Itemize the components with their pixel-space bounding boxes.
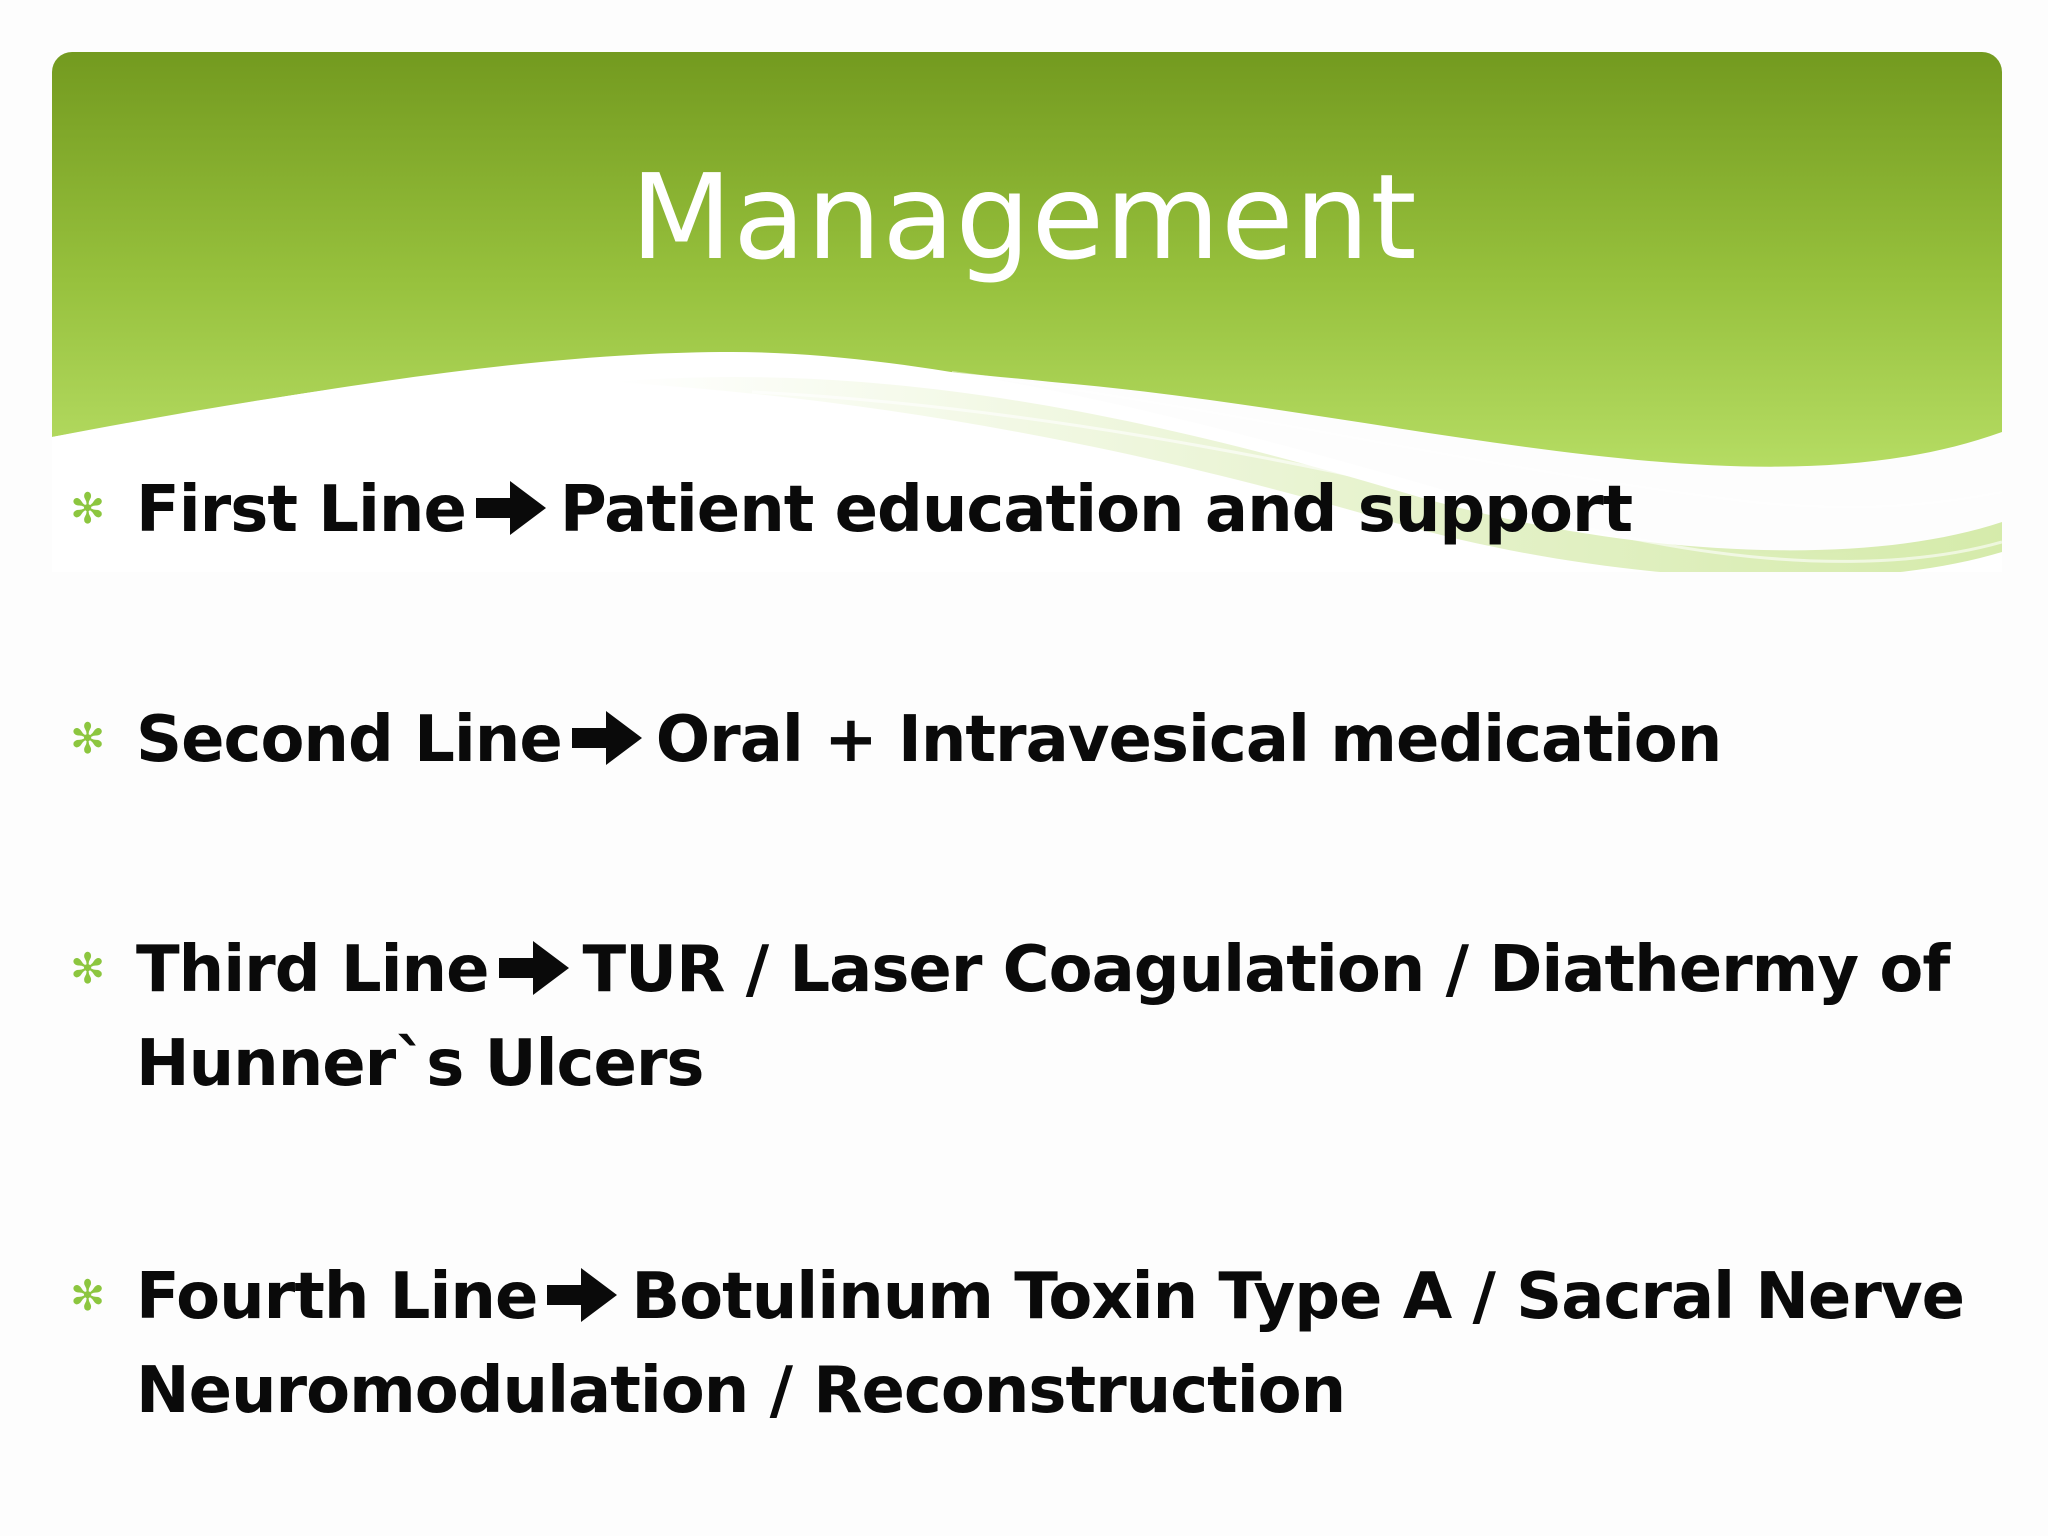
bold-right-arrow-icon xyxy=(547,1268,618,1322)
header-wave-graphic xyxy=(52,52,2002,572)
header-banner xyxy=(52,52,2002,572)
asterisk-bullet-icon: ✻ xyxy=(70,944,106,993)
asterisk-bullet-icon: ✻ xyxy=(70,714,106,763)
list-item-label: First Line xyxy=(136,473,467,547)
bold-right-arrow-icon xyxy=(475,481,546,535)
list-item-label: Second Line xyxy=(136,703,563,777)
asterisk-bullet-icon: ✻ xyxy=(70,484,106,533)
list-item-detail: Patient education and support xyxy=(559,473,1633,547)
bold-right-arrow-icon xyxy=(498,941,569,995)
list-item-detail: Oral + Intravesical medication xyxy=(655,703,1723,777)
bullet-list: ✻ First Line Patient education and suppor… xyxy=(70,0,2010,1536)
bold-right-arrow-icon xyxy=(571,711,642,765)
list-item-detail: TUR / Laser Coagulation / Diathermy of H… xyxy=(136,933,1950,1101)
slide-title: Management xyxy=(630,148,1418,286)
list-item-label: Third Line xyxy=(136,933,489,1007)
list-item-label: Fourth Line xyxy=(136,1260,538,1334)
list-item-detail: Botulinum Toxin Type A / Sacral Nerve Ne… xyxy=(136,1260,1965,1428)
list-item-text: Second Line Oral + Intravesical medicatio… xyxy=(136,693,2016,787)
list-item-text: First Line Patient education and support xyxy=(136,463,2016,557)
asterisk-bullet-icon: ✻ xyxy=(70,1271,106,1320)
